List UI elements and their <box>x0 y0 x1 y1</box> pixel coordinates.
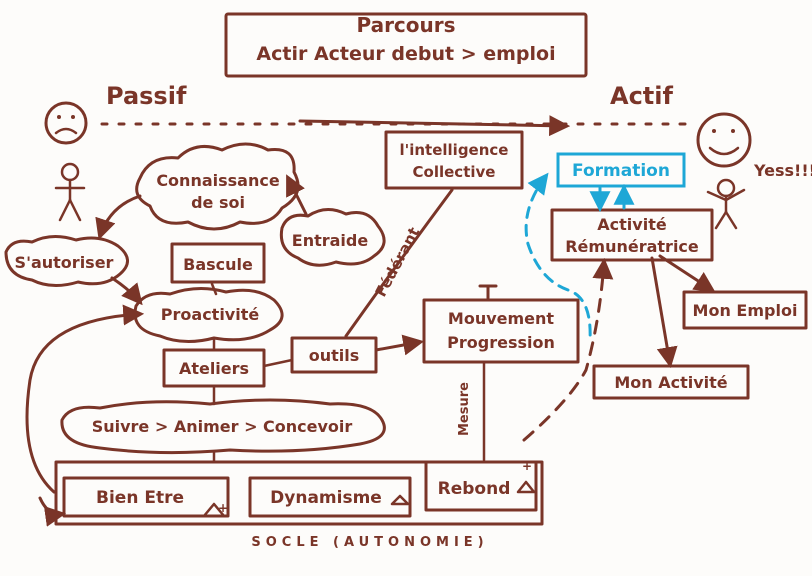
passif-label: Passif <box>106 82 187 110</box>
edge-bascule-proactivite <box>210 282 218 296</box>
node-rebond: Rebond + <box>424 459 538 512</box>
node-proactivite: Proactivité <box>133 287 284 343</box>
node-dynamisme: Dynamisme <box>248 476 412 518</box>
stick-figure-right-icon: Yess!!! <box>706 161 812 230</box>
socle-label: SOCLE (AUTONOMIE) <box>251 535 488 550</box>
edge-rebond-activite <box>522 257 614 442</box>
edge-entraide-connaissance <box>286 174 308 216</box>
title-line2: Actir Acteur debut > emploi <box>256 43 555 65</box>
mouvement-line2: Progression <box>447 333 555 352</box>
edge-formation-mouvement <box>524 172 592 342</box>
node-mon-emploi: Mon Emploi <box>682 290 808 330</box>
passif-actif-axis: Passif Actif <box>100 82 692 137</box>
monactivite-label: Mon Activité <box>614 373 727 392</box>
svg-text:+: + <box>522 459 532 473</box>
node-suivre-animer-concevoir: Suivre > Animer > Concevoir <box>60 398 386 455</box>
edge-connaissance-sautoriser <box>95 194 142 240</box>
stick-figure-left-icon <box>54 162 86 222</box>
node-formation: Formation <box>556 152 686 188</box>
outils-label: outils <box>309 346 360 365</box>
activite-line1: Activité <box>597 215 667 234</box>
node-bien-etre: Bien Etre + <box>62 476 230 518</box>
ateliers-label: Ateliers <box>179 359 249 378</box>
mesure-label: Mesure <box>457 382 472 436</box>
mouvement-line1: Mouvement <box>448 309 555 328</box>
sautoriser-label: S'autoriser <box>15 253 114 272</box>
title-box: Parcours Actir Acteur debut > emploi <box>224 12 588 78</box>
entraide-label: Entraide <box>292 231 369 250</box>
intelligence-line2: Collective <box>413 163 496 181</box>
sad-face-icon <box>44 101 88 145</box>
happy-face-icon <box>696 112 752 168</box>
edge-activite-monactivite <box>650 256 678 369</box>
connaissance-line1: Connaissance <box>156 171 280 190</box>
node-socle: Bien Etre + Dynamisme Rebond + SOCLE (AU… <box>54 459 544 550</box>
axis-arrow <box>298 115 571 137</box>
emploi-label: Mon Emploi <box>693 301 798 320</box>
federant-label: Fédérant <box>372 224 424 300</box>
edge-ateliers-outils <box>262 358 294 368</box>
rebond-label: Rebond <box>438 479 511 499</box>
node-connaissance-de-soi: Connaissance de soi <box>135 142 300 231</box>
edge-socle-proactivite <box>25 304 145 494</box>
proactivite-label: Proactivité <box>161 305 260 324</box>
node-activite-remuneratrice: Activité Rémunératrice <box>550 208 714 262</box>
node-mouvement-progression: Mouvement Progression <box>422 298 580 364</box>
node-mon-activite: Mon Activité <box>592 364 750 400</box>
node-ateliers: Ateliers <box>162 348 266 388</box>
node-intelligence-collective: l'intelligence Collective <box>384 130 524 190</box>
edge-loop-bienetre <box>38 496 67 527</box>
formation-label: Formation <box>572 161 670 181</box>
bienetre-label: Bien Etre <box>96 488 184 508</box>
suivre-label: Suivre > Animer > Concevoir <box>92 417 353 436</box>
edge-outils-mouvement <box>374 334 425 356</box>
edge-outils-intelligence <box>344 188 454 338</box>
edge-activite-emploi <box>658 254 716 293</box>
actif-label: Actif <box>610 82 674 110</box>
svg-text:+: + <box>218 501 228 515</box>
bascule-label: Bascule <box>183 255 253 274</box>
dynamisme-label: Dynamisme <box>270 488 382 508</box>
node-sautoriser: S'autoriser <box>4 235 129 287</box>
edge-sautoriser-proactivite <box>110 276 143 306</box>
node-entraide: Entraide <box>279 208 386 267</box>
edges <box>25 172 716 527</box>
node-outils: outils <box>290 336 378 374</box>
yess-label: Yess!!! <box>753 161 812 180</box>
activite-line2: Rémunératrice <box>565 237 699 256</box>
intelligence-line1: l'intelligence <box>400 141 509 159</box>
title-line1: Parcours <box>356 13 455 37</box>
connaissance-line2: de soi <box>191 193 245 212</box>
node-bascule: Bascule <box>170 242 266 284</box>
